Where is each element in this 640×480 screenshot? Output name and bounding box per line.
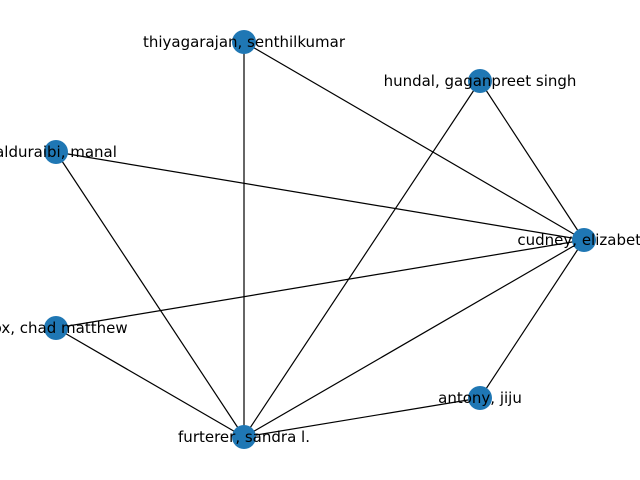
edge-thiyagarajan-cudney [243,41,585,241]
edges-layer [55,41,585,438]
edge-chad-cudney [55,239,585,329]
node-label-alduraibi: alduraibi, manal [0,143,117,161]
node-label-thiyagarajan: thiyagarajan, senthilkumar [143,33,346,51]
edge-cudney-antony [479,239,585,399]
edge-hundal-cudney [479,80,585,241]
edge-cudney-furterer [243,239,585,438]
node-label-hundal: hundal, gaganpreet singh [384,72,577,90]
edge-alduraibi-furterer [55,151,245,438]
node-alduraibi[interactable] [44,140,68,164]
node-thiyagarajan[interactable] [232,30,256,54]
node-label-furterer: furterer, sandra l. [178,428,310,446]
edge-chad-furterer [55,327,245,438]
node-label-chad: cox, chad matthew [0,319,128,337]
edge-hundal-furterer [243,80,481,438]
node-hundal[interactable] [468,69,492,93]
nodes-layer [44,30,596,449]
node-label-cudney: cudney, elizabeth [517,231,640,249]
node-furterer[interactable] [232,425,256,449]
node-cudney[interactable] [572,228,596,252]
edge-antony-furterer [243,397,481,438]
labels-layer: thiyagarajan, senthilkumar hundal, gaganp… [0,33,640,446]
node-chad[interactable] [44,316,68,340]
node-label-antony: antony, jiju [438,389,522,407]
node-antony[interactable] [468,386,492,410]
edge-alduraibi-cudney [55,151,585,241]
